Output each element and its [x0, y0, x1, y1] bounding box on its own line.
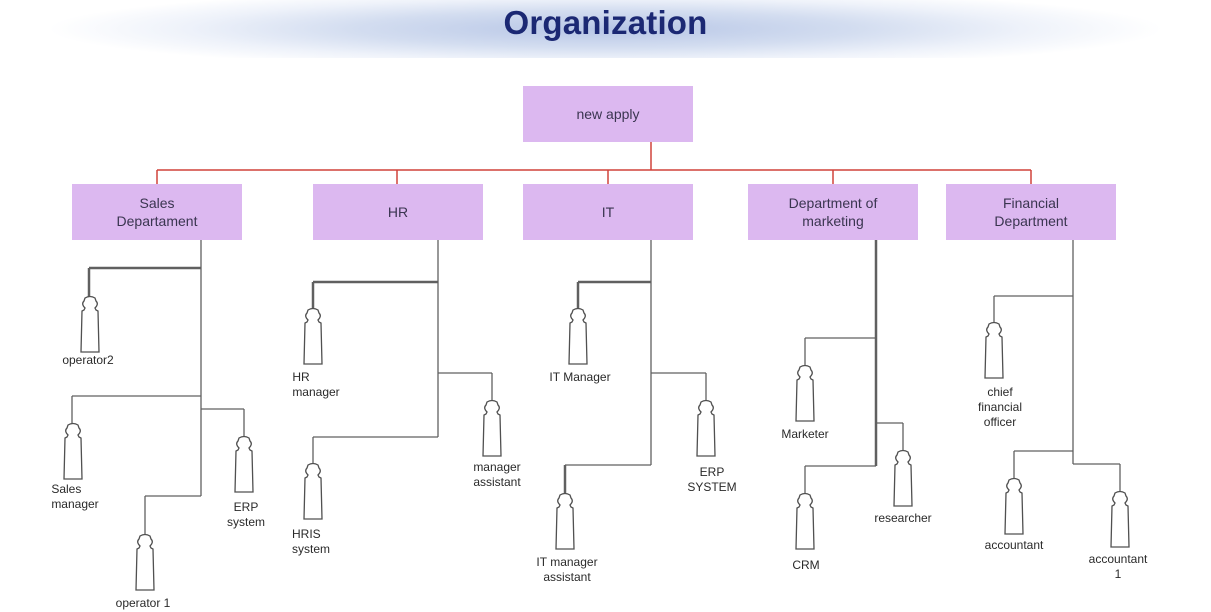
department-sales: Sales Departament [72, 184, 242, 240]
person-icons [63, 295, 1130, 591]
department-it-label: IT [601, 204, 615, 220]
department-it: IT [523, 184, 693, 240]
role-label-marketer: Marketer [781, 427, 829, 441]
person-icon-hr-manager [303, 307, 323, 365]
role-label-manager-assistant: manager assistant [473, 460, 521, 489]
department-sales-label: Sales Departament [116, 195, 198, 229]
role-label-accountant: accountant [984, 538, 1044, 552]
person-icon-erp-system-it [696, 399, 716, 457]
role-label-sales-manager: Sales manager [51, 482, 99, 511]
department-marketing: Department of marketing [748, 184, 918, 240]
person-icon-erp-system-sales [234, 435, 254, 493]
person-icon-researcher [893, 449, 913, 507]
person-icon-crm [795, 492, 815, 550]
role-label-crm: CRM [792, 558, 820, 572]
root-node: new apply [523, 86, 693, 142]
role-label-cfo: chief financial officer [977, 385, 1023, 429]
person-icon-sales-manager [63, 422, 83, 480]
root-node-label: new apply [576, 106, 640, 122]
department-financial-label: Financial Department [994, 195, 1068, 229]
diagram-title: Organization [503, 4, 708, 41]
department-hr-label: HR [387, 204, 409, 220]
role-label-it-manager-assistant: IT manager assistant [536, 555, 598, 584]
department-hr: HR [313, 184, 483, 240]
role-label-erp-system-sales: ERP system [226, 500, 266, 529]
person-icon-marketer [795, 364, 815, 422]
department-marketing-label: Department of marketing [788, 195, 878, 229]
person-icon-operator2 [80, 295, 100, 353]
person-icon-hris-system [303, 462, 323, 520]
top-connectors [156, 142, 1032, 184]
person-icon-accountant [1004, 477, 1024, 535]
role-label-operator2: operator2 [62, 353, 114, 367]
person-icon-it-manager-assistant [555, 492, 575, 550]
person-icon-it-manager [568, 307, 588, 365]
role-connectors [71, 240, 1121, 536]
role-label-erp-system-it: ERP SYSTEM [687, 465, 737, 494]
role-label-researcher: researcher [874, 511, 932, 525]
role-label-accountant1: accountant 1 [1088, 552, 1148, 581]
role-label-operator1: operator 1 [115, 596, 171, 610]
person-icon-manager-assistant [482, 399, 502, 457]
person-icon-cfo [984, 321, 1004, 379]
role-label-hr-manager: HR manager [292, 370, 340, 399]
role-label-hris-system: HRIS system [291, 527, 331, 556]
department-financial: Financial Department [946, 184, 1116, 240]
person-icon-accountant1 [1110, 490, 1130, 548]
role-label-it-manager: IT Manager [549, 370, 611, 384]
title-banner [0, 0, 1211, 58]
person-icon-operator1 [135, 533, 155, 591]
